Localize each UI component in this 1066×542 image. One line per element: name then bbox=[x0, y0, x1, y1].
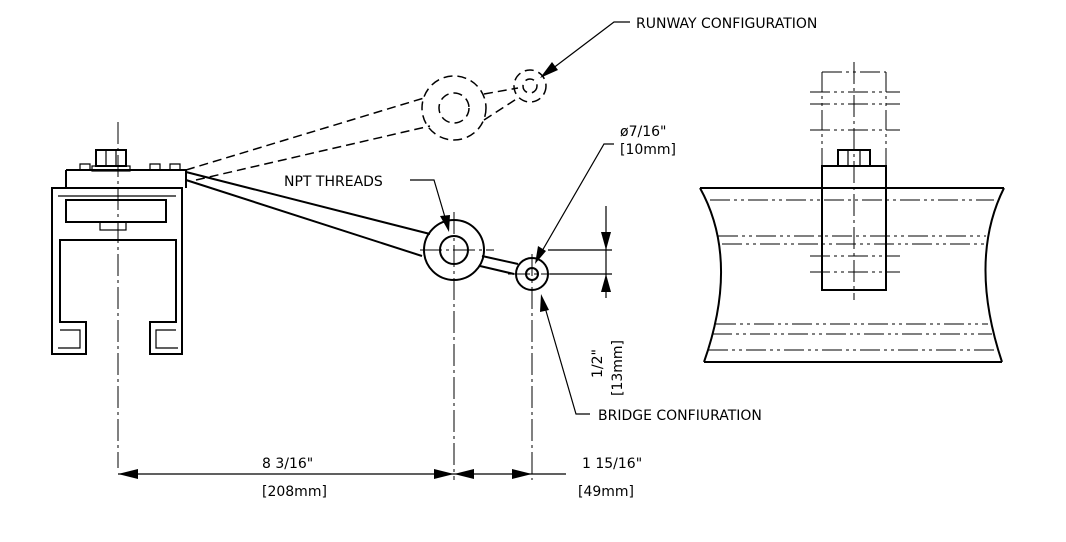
rail-profile bbox=[51, 122, 187, 468]
bridge-configuration-label: BRIDGE CONFIURATION bbox=[598, 408, 762, 424]
hole-diameter-mm-label: [10mm] bbox=[620, 142, 676, 158]
vertical-offset-mm-label: [13mm] bbox=[610, 340, 626, 396]
vertical-offset-label: 1/2" bbox=[590, 349, 606, 378]
dimensions bbox=[118, 21, 630, 479]
bridge-arm bbox=[185, 171, 556, 480]
span-main-label: 8 3/16" bbox=[262, 456, 313, 472]
span-main-mm-label: [208mm] bbox=[262, 484, 327, 500]
span-short-mm-label: [49mm] bbox=[578, 484, 634, 500]
npt-threads-label: NPT THREADS bbox=[284, 174, 383, 190]
runway-configuration-label: RUNWAY CONFIGURATION bbox=[636, 16, 817, 32]
span-short-label: 1 15/16" bbox=[582, 456, 642, 472]
runway-arm bbox=[185, 69, 547, 181]
side-view bbox=[699, 62, 1005, 363]
hole-diameter-label: ø7/16" bbox=[620, 124, 666, 140]
